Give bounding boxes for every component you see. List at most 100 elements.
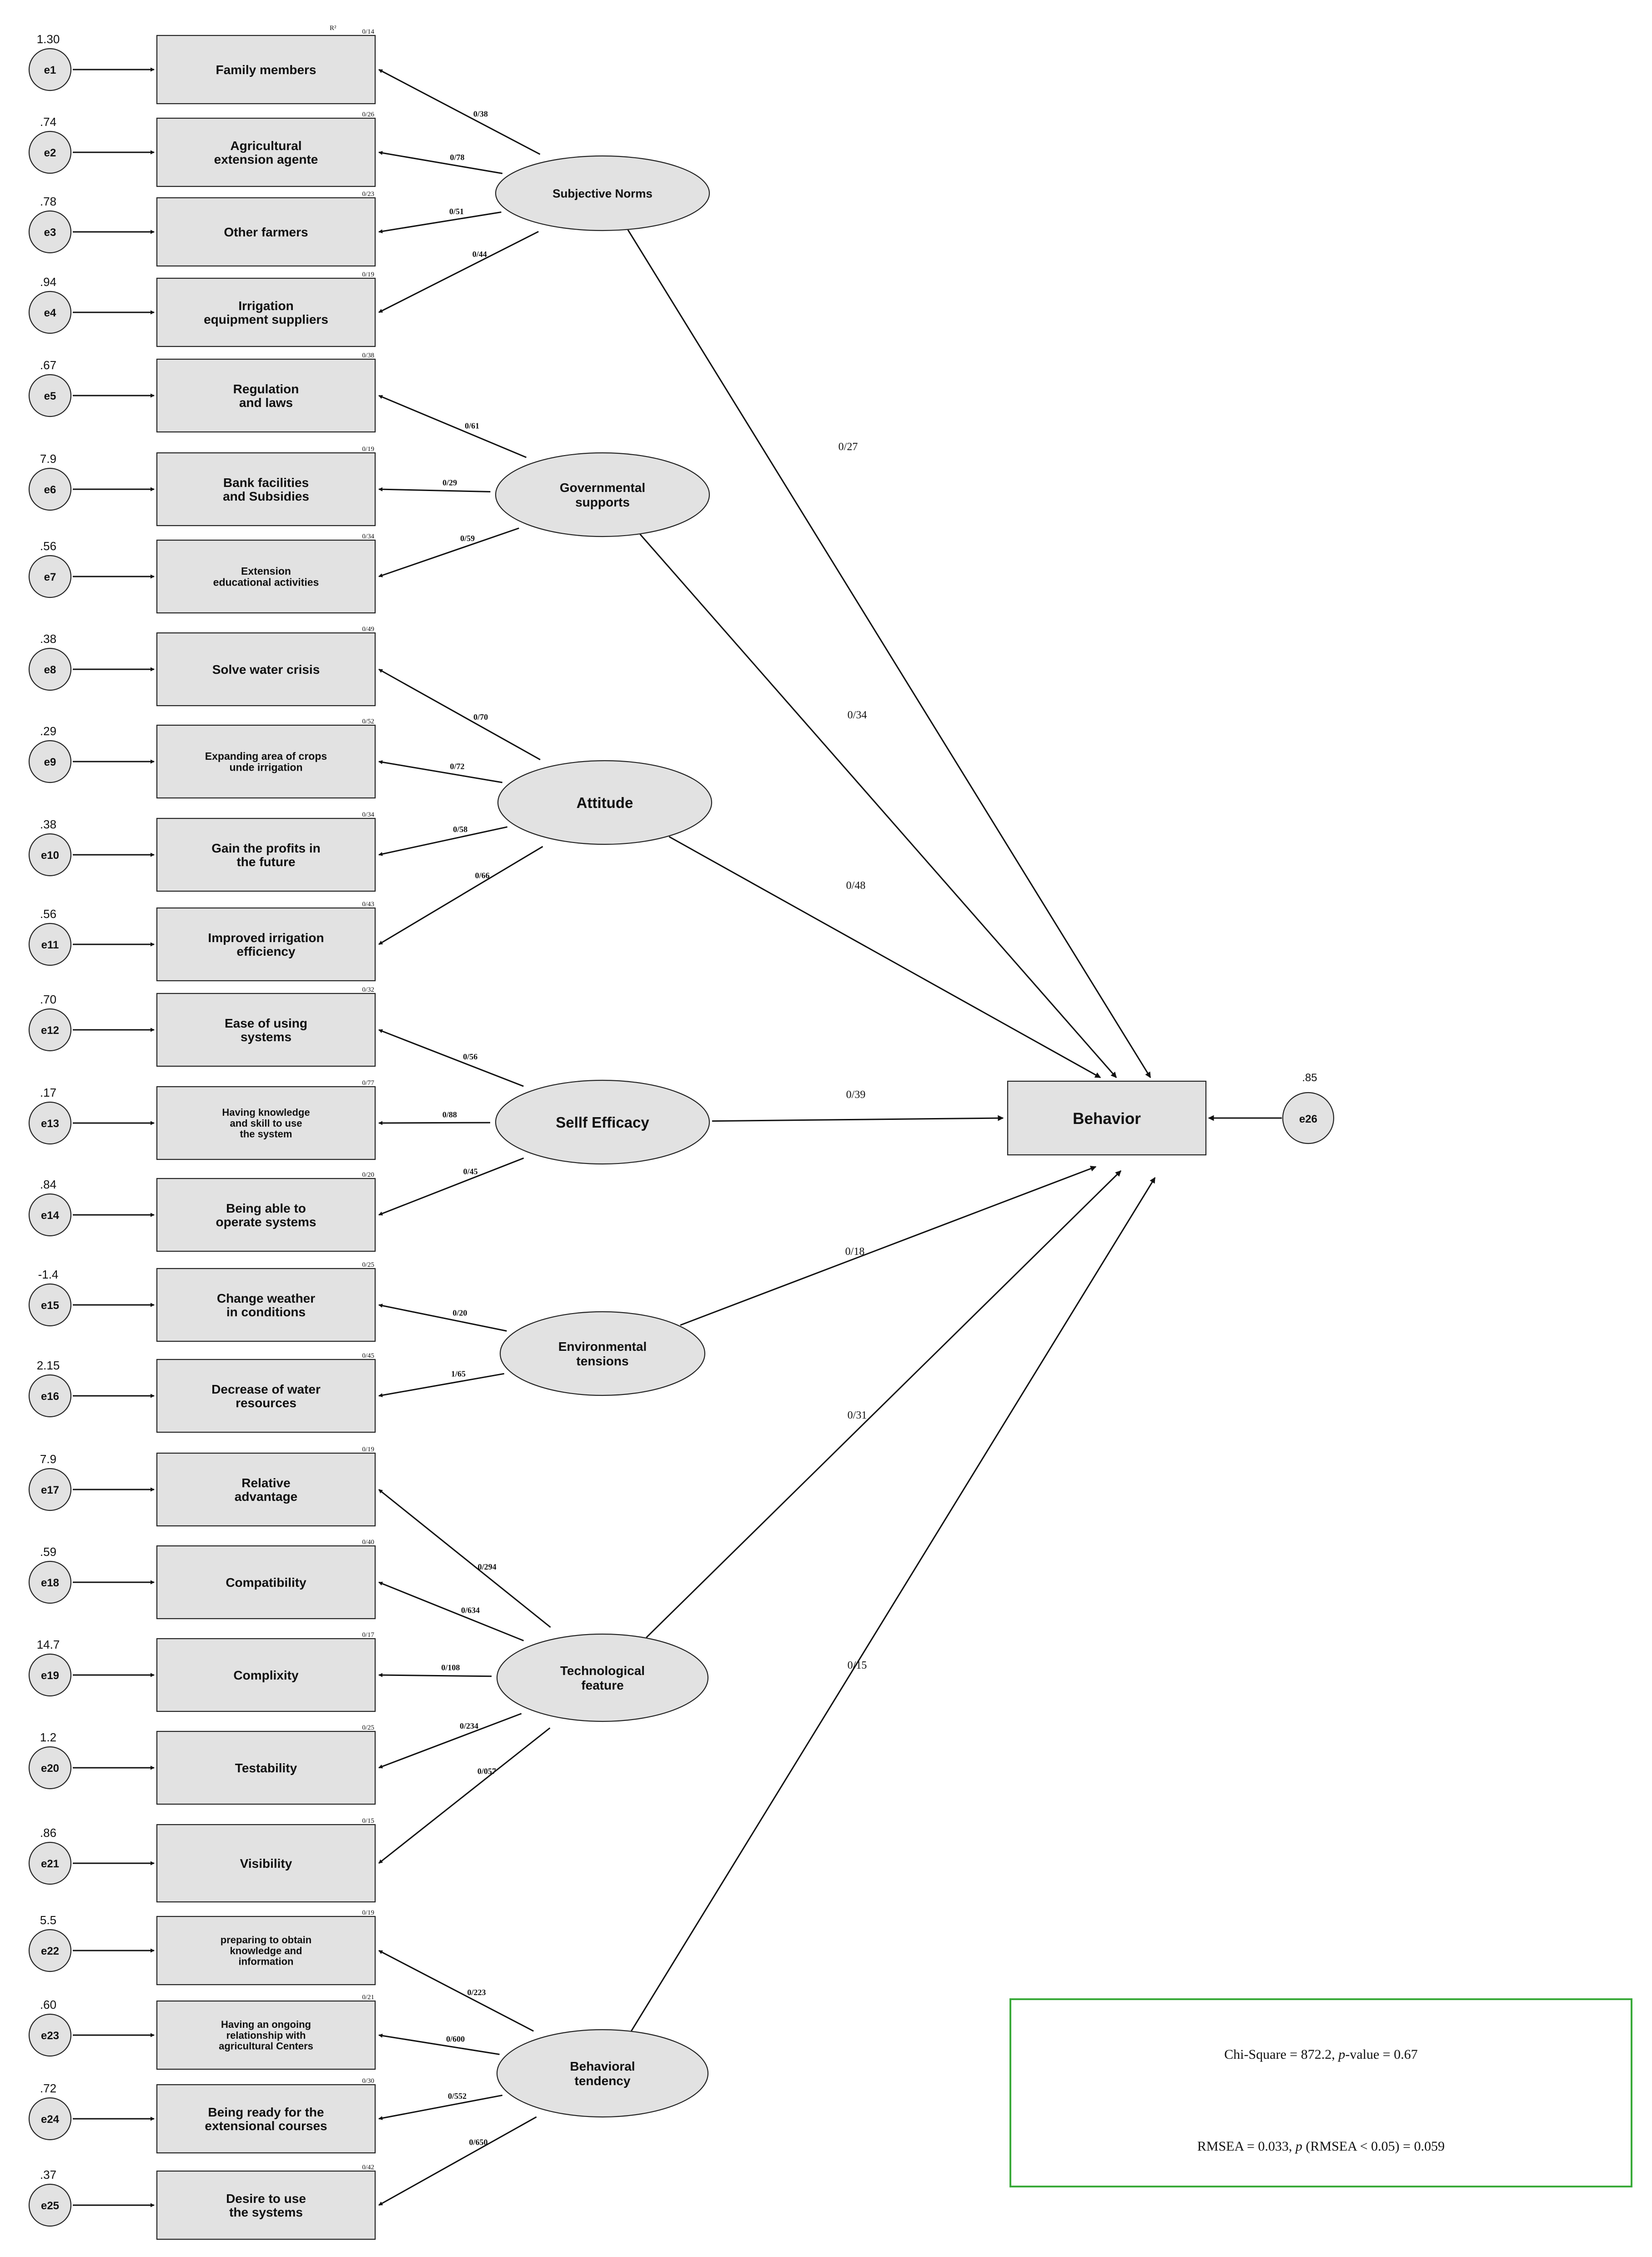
indicator-label-line: the system: [240, 1128, 292, 1140]
indicator-box: [156, 197, 376, 267]
error-variance: .84: [40, 1178, 56, 1191]
error-circle: [28, 1746, 72, 1790]
indicator-label-line: equipment suppliers: [204, 312, 328, 326]
error-variance: 1.2: [40, 1730, 56, 1744]
indicator-label-line: Extension: [241, 565, 291, 577]
error-e10: e10.38: [28, 818, 72, 877]
error-variance: .38: [40, 818, 56, 831]
error-circle: [28, 1101, 72, 1145]
latent-label-line: Environmental: [558, 1339, 647, 1354]
error-variance: .17: [40, 1086, 56, 1099]
loading-value: 0/650: [469, 2138, 487, 2147]
error-e25: e25.37: [28, 2168, 72, 2227]
indicator-label-line: Family members: [216, 63, 316, 77]
error-label: e11: [41, 939, 59, 951]
error-circle: [28, 740, 72, 783]
error-variance: .56: [40, 539, 56, 553]
error-variance: 1.30: [37, 32, 60, 46]
loading-value: 0/108: [441, 1663, 460, 1672]
path-coefficient: 0/18: [845, 1246, 865, 1258]
error-e7: e7.56: [28, 539, 72, 598]
error-variance: .29: [40, 724, 56, 738]
loading-arrow: [378, 1581, 524, 1641]
loading-value: 0/72: [450, 762, 464, 771]
loading-value: 0/600: [446, 2034, 465, 2043]
error-circle: [28, 291, 72, 334]
labels-layer: 0/380/780/510/440/270/610/290/590/340/70…: [441, 110, 867, 2147]
indicator-label-line: Regulation: [233, 382, 299, 396]
error-label: e2: [44, 147, 56, 159]
latent-ellipse: [495, 452, 710, 537]
loading-arrow: [378, 1713, 522, 1769]
r2-value: 0/34: [362, 533, 374, 540]
path-coefficient: 0/48: [846, 880, 866, 892]
path-coefficient: 0/15: [848, 1660, 867, 1671]
indicator-label-line: Agricultural: [230, 139, 301, 153]
error-variance: .37: [40, 2168, 56, 2182]
loading-value: 0/20: [452, 1309, 467, 1318]
loading-arrow: [378, 1157, 524, 1216]
indicator-box: [156, 277, 376, 347]
r2-value: 0/19: [362, 1909, 374, 1916]
indicator-box: [156, 1178, 376, 1252]
indicator-label-line: in conditions: [226, 1305, 306, 1319]
indicator-label-line: operate systems: [216, 1215, 316, 1229]
error-variance: -1.4: [38, 1268, 59, 1281]
error-variance: .59: [40, 1545, 56, 1559]
indicator-label-line: and skill to use: [230, 1118, 302, 1129]
loading-value: 0/223: [467, 1988, 486, 1997]
latent-3: Attitude: [497, 760, 713, 845]
error-label-e26: e26: [1299, 1113, 1317, 1125]
indicator-label-line: Having an ongoing: [221, 2019, 311, 2030]
loading-value: 0/634: [461, 1606, 480, 1615]
indicator-box: [156, 1730, 376, 1805]
error-label: e15: [41, 1299, 59, 1312]
indicator-label-line: the systems: [229, 2205, 303, 2219]
loading-arrow: [378, 760, 502, 783]
error-variance: .38: [40, 632, 56, 646]
error-label: e12: [41, 1024, 59, 1037]
error-e23: e23.60: [28, 1998, 72, 2057]
loading-arrow: [378, 1950, 534, 2032]
loading-value: 0/44: [472, 250, 487, 259]
r2-value: 0/49: [362, 626, 374, 633]
loading-value: 0/38: [473, 110, 488, 119]
r2-value: 0/17: [362, 1631, 374, 1639]
latent-ellipse: [495, 1079, 710, 1165]
indicator-box: [156, 818, 376, 892]
latent-ellipse: [497, 760, 713, 845]
r2-value: 0/77: [362, 1079, 374, 1087]
indicator-label-line: educational activities: [213, 577, 319, 588]
indicator-box: [156, 632, 376, 707]
error-label: e3: [44, 226, 56, 239]
error-label: e14: [41, 1209, 60, 1222]
indicator-label-line: Visibility: [240, 1856, 292, 1871]
latent-label-line: tensions: [576, 1354, 628, 1368]
latent-label-line: Subjective Norms: [552, 186, 653, 200]
loading-arrow: [378, 395, 527, 458]
r2-value: 0/32: [362, 986, 374, 993]
indicator-box: [156, 724, 376, 799]
latent-ellipse: [499, 1311, 706, 1396]
structural-path-arrow: [680, 1166, 1097, 1326]
error-label: e24: [41, 2113, 60, 2126]
indicator-label-line: Decrease of water: [211, 1382, 321, 1396]
error-e18: e18.59: [28, 1545, 72, 1604]
error-variance: 7.9: [40, 1452, 56, 1466]
loading-value: 0/51: [449, 207, 464, 216]
indicator-box: [156, 539, 376, 614]
